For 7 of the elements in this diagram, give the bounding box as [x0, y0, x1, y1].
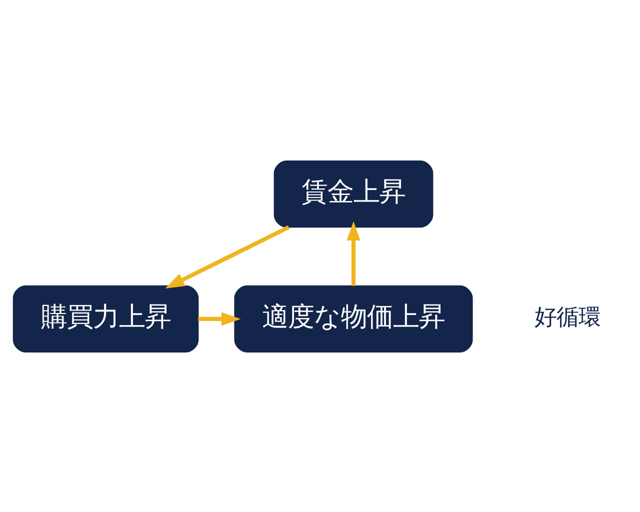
node-box: 適度な物価上昇	[234, 284, 473, 352]
node-box: 賃金上昇	[274, 160, 434, 228]
node-box: 購買力上昇	[12, 284, 199, 352]
label: 好循環	[534, 304, 601, 330]
arrow	[165, 224, 290, 288]
arrow	[346, 220, 360, 286]
arrow	[198, 312, 241, 326]
